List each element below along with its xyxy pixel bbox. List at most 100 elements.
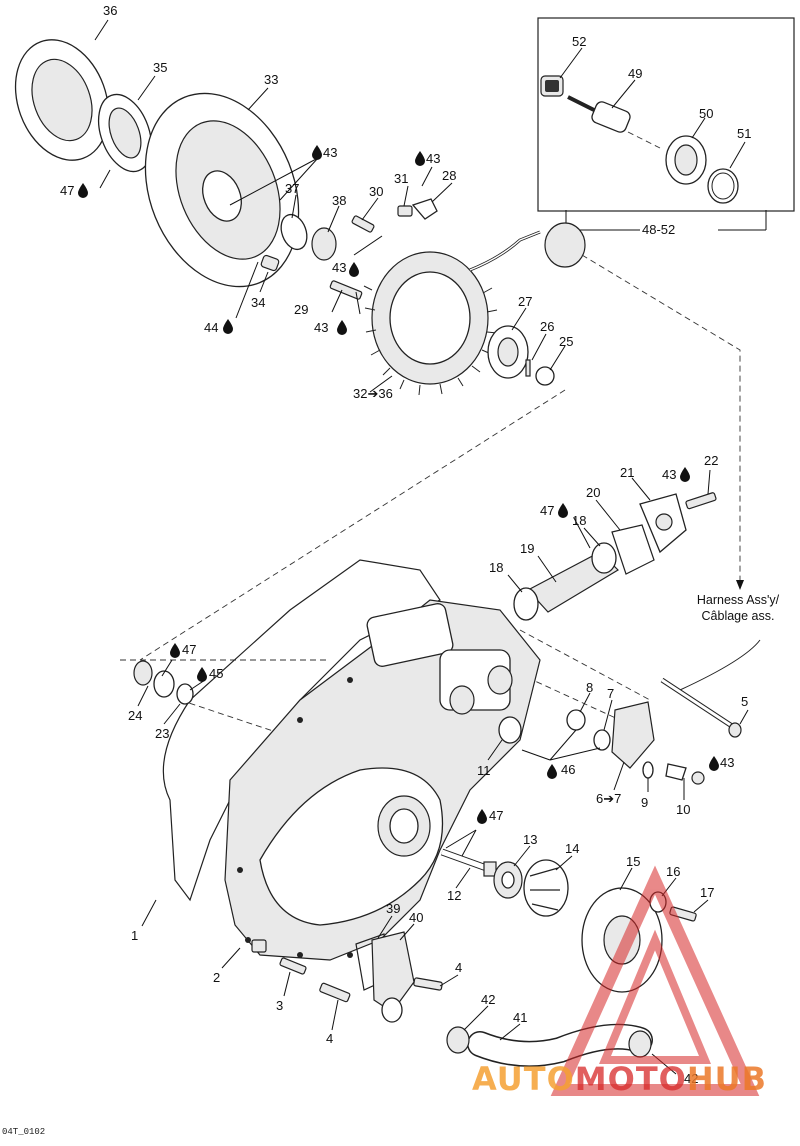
oil-drop-icon [78, 183, 88, 198]
label-part-4-a: 4 [326, 1031, 333, 1046]
part-51-shape [707, 168, 739, 204]
label-part-7: 7 [607, 686, 614, 701]
label-part-28: 28 [442, 168, 456, 183]
label-part-34: 34 [251, 295, 265, 310]
label-lube-43-a: 43 [323, 145, 337, 160]
label-lube-43-d: 43 [314, 320, 328, 335]
label-part-41: 41 [513, 1010, 527, 1025]
label-part-17: 17 [700, 885, 714, 900]
part-37-shape [280, 213, 308, 251]
oil-drop-icon [197, 667, 207, 682]
label-part-22: 22 [704, 453, 718, 468]
oil-drop-icon [337, 320, 347, 335]
part-25-shape [535, 366, 555, 386]
part-42-clamp-a-shape [446, 1026, 470, 1054]
label-part-39: 39 [386, 901, 400, 916]
oil-drop-icon [680, 467, 690, 482]
part-22-shape [685, 492, 717, 510]
arrow-icon [736, 580, 744, 590]
part-5-shape [728, 722, 742, 738]
part-4-bolt-b-shape [413, 977, 443, 991]
part-11-shape [498, 716, 522, 744]
oil-drop-icon [709, 756, 719, 771]
watermark-part2: MOTO [574, 1060, 687, 1098]
oil-drop-icon [349, 262, 359, 277]
part-6-7-shape [611, 701, 655, 769]
part-3-shape [279, 957, 307, 975]
part-18-shape-b [591, 542, 617, 574]
label-part-27: 27 [518, 294, 532, 309]
watermark-triangle-icon [550, 865, 760, 1096]
label-part-19: 19 [520, 541, 534, 556]
part-7-shape [593, 729, 611, 751]
oil-drop-icon [223, 319, 233, 334]
label-part-36: 36 [103, 3, 117, 18]
label-lube-46: 46 [561, 762, 575, 777]
label-part-26: 26 [540, 319, 554, 334]
label-part-16: 16 [666, 864, 680, 879]
label-lube-43-e: 43 [662, 467, 676, 482]
label-part-31: 31 [394, 171, 408, 186]
part-40-shape [371, 931, 415, 1013]
label-part-29: 29 [294, 302, 308, 317]
seal-parts-left [133, 659, 206, 725]
label-lube-47-d: 47 [489, 808, 503, 823]
harness-assembly-label: Harness Ass'y/ Câblage ass. [676, 592, 800, 624]
flywheel-assembly [14, 19, 340, 319]
harness-grommet-shape [544, 222, 586, 268]
label-part-20: 20 [586, 485, 600, 500]
engine-cover-assembly [141, 559, 541, 1031]
watermark-part1: AUTO [472, 1060, 575, 1098]
label-part-51: 51 [737, 126, 751, 141]
label-part-37: 37 [285, 181, 299, 196]
watermark-part3: HUB [686, 1060, 768, 1098]
label-part-4-b: 4 [455, 960, 462, 975]
part-24-shape-a [133, 660, 153, 686]
part-38-shape [311, 227, 337, 261]
label-part-48-52: 48-52 [642, 222, 675, 237]
thermostat-hose-parts [355, 915, 677, 1075]
label-part-30: 30 [369, 184, 383, 199]
label-part-18-b: 18 [489, 560, 503, 575]
part-9-shape [642, 761, 654, 779]
label-part-11: 11 [477, 763, 491, 778]
label-lube-44: 44 [204, 320, 218, 335]
label-part-33: 33 [264, 72, 278, 87]
label-lube-47-b: 47 [540, 503, 554, 518]
harness-label-line1: Harness Ass'y/ [696, 593, 780, 607]
part-labels: 36 35 33 43 43 47 37 30 31 28 38 43 34 2… [60, 3, 751, 1086]
part-29-shape [329, 280, 363, 300]
label-part-9: 9 [641, 795, 648, 810]
part-20-shape [611, 524, 655, 575]
label-part-40: 40 [409, 910, 423, 925]
label-part-42-a: 42 [481, 992, 495, 1007]
label-part-35: 35 [153, 60, 167, 75]
oil-drop-icon [312, 145, 322, 160]
label-part-1: 1 [131, 928, 138, 943]
part-30-shape [351, 215, 375, 233]
label-part-24: 24 [128, 708, 142, 723]
label-part-52: 52 [572, 34, 586, 49]
part-8-shape [566, 709, 586, 731]
label-lube-45: 45 [209, 666, 223, 681]
label-lube-47-a: 47 [60, 183, 74, 198]
part-4-bolt-a-shape [319, 982, 351, 1003]
detail-inset-box [537, 17, 795, 231]
label-part-18-a: 18 [572, 513, 586, 528]
part-49-shape [591, 101, 631, 133]
label-part-13: 13 [523, 832, 537, 847]
label-part-32-36: 32➔36 [353, 386, 393, 401]
part-10-shape [665, 763, 687, 781]
label-part-50: 50 [699, 106, 713, 121]
part-31-shape [397, 205, 413, 217]
part-24-shape-b [153, 670, 175, 698]
label-part-10: 10 [676, 802, 690, 817]
harness-label-line2: Câblage ass. [701, 609, 775, 623]
part-26-shape [525, 359, 531, 377]
sensor-parts-right [487, 677, 749, 800]
label-lube-47-c: 47 [182, 642, 196, 657]
oil-drop-icon [170, 643, 180, 658]
oil-drop-icon [415, 151, 425, 166]
